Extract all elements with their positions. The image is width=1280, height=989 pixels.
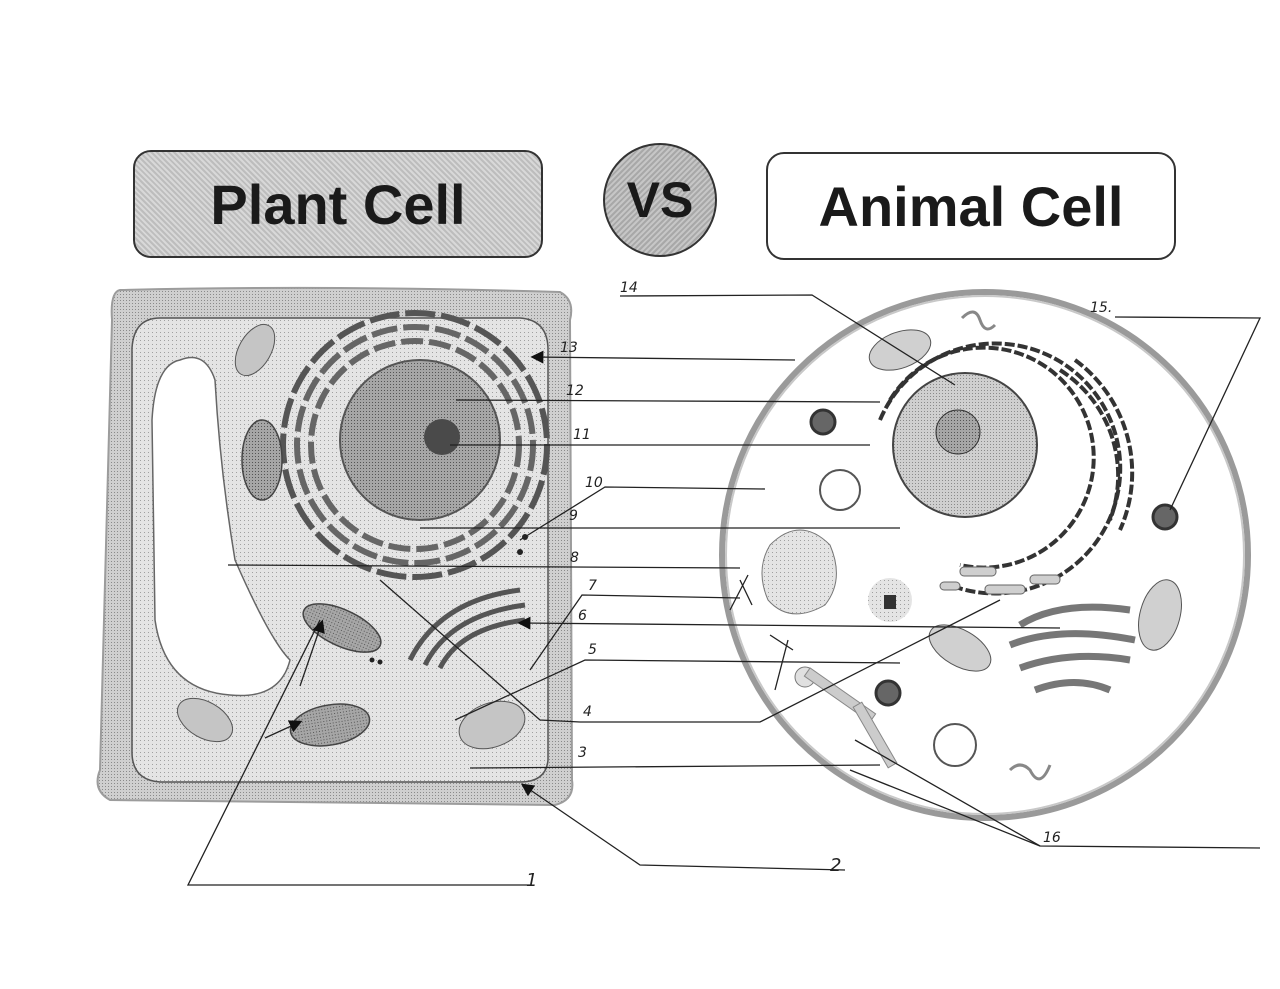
animal-cell-membrane	[719, 289, 1251, 821]
plant-golgi	[407, 587, 526, 670]
central-vacuole	[151, 356, 291, 697]
lysosome	[809, 408, 837, 436]
vs-text: VS	[626, 172, 694, 228]
vesicle	[377, 659, 383, 665]
label-3: 3	[578, 745, 587, 761]
mitochondrion	[928, 624, 992, 672]
lysosome	[874, 679, 902, 707]
label-14: 14	[620, 280, 638, 296]
label-11: 11	[573, 427, 591, 443]
label-8: 8	[570, 550, 579, 566]
leader-lines	[186, 294, 1262, 886]
label-12: 12	[566, 383, 584, 399]
vs-badge: VS	[603, 143, 717, 257]
label-6: 6	[578, 608, 587, 624]
mitochondrion	[458, 700, 526, 750]
lysosome	[1151, 503, 1179, 531]
mitochondrion	[177, 697, 233, 743]
plant-nucleus	[339, 359, 501, 521]
plant-cell-title: Plant Cell	[133, 150, 543, 258]
label-7: 7	[588, 578, 597, 594]
chloroplast	[302, 603, 382, 653]
vesicle	[369, 657, 375, 663]
centrosome	[868, 578, 912, 622]
smooth-er	[939, 566, 1061, 595]
mitochondrion	[1138, 579, 1182, 651]
animal-cell-title: Animal Cell	[766, 152, 1176, 260]
cytoskeleton-fiber	[852, 701, 898, 769]
plant-cell-title-text: Plant Cell	[210, 172, 466, 236]
label-2: 2	[830, 855, 842, 876]
peroxisome	[819, 469, 861, 511]
rough-er	[878, 341, 1135, 596]
label-16: 16	[1043, 830, 1061, 846]
animal-nucleolus	[935, 409, 981, 455]
label-1: 1	[526, 870, 538, 891]
label-10: 10	[585, 475, 603, 491]
plant-nucleolus	[424, 419, 460, 455]
animal-cell-title-text: Animal Cell	[818, 174, 1124, 238]
chloroplast	[241, 419, 283, 501]
squiggle	[1008, 763, 1052, 781]
vesicle	[517, 549, 523, 555]
label-4: 4	[583, 704, 592, 720]
label-5: 5	[588, 642, 597, 658]
plant-cell	[96, 286, 574, 807]
animal-vacuole	[761, 529, 837, 615]
animal-cell	[719, 289, 1251, 821]
label-13: 13	[560, 340, 578, 356]
peroxisome	[933, 723, 977, 767]
animal-golgi	[1008, 603, 1136, 694]
squiggle	[960, 310, 997, 331]
mitochondrion	[234, 323, 276, 377]
label-9: 9	[569, 508, 578, 524]
label-15: 15.	[1090, 300, 1113, 316]
